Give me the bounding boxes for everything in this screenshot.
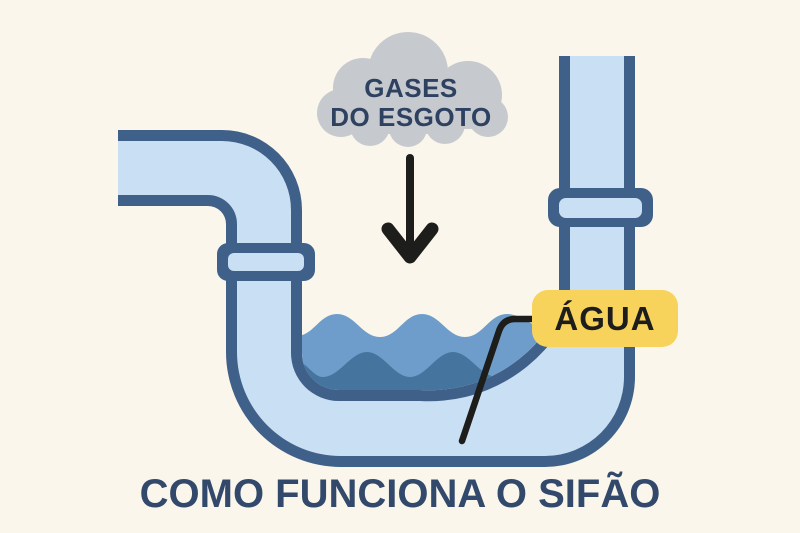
left-pipe-coupling	[217, 243, 315, 281]
cloud-caption-line1: GASES	[364, 73, 458, 103]
right-pipe-coupling	[548, 188, 653, 227]
cloud-shape	[317, 32, 508, 147]
water-body-wave	[302, 352, 559, 391]
water-label-tag: ÁGUA	[532, 290, 678, 347]
page-title: COMO FUNCIONA O SIFÃO	[139, 472, 661, 516]
cloud-caption-line2: DO ESGOTO	[330, 102, 492, 132]
cloud-caption: GASES DO ESGOTO	[301, 74, 521, 132]
agua-leader-line	[458, 315, 538, 445]
water-label-text: ÁGUA	[554, 299, 656, 337]
down-arrow-icon	[381, 154, 439, 264]
pipe-interior	[118, 56, 624, 456]
